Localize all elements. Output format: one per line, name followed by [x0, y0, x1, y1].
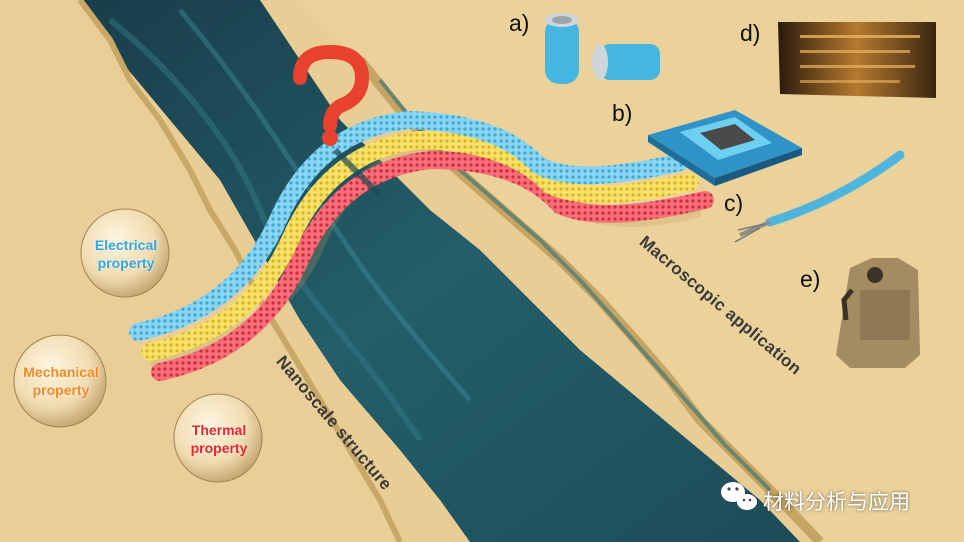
electrical-line2: property [97, 255, 155, 271]
mechanical-property-label: Mechanical property [16, 363, 106, 399]
panel-label-b: b) [612, 100, 633, 126]
electrical-bubble [80, 208, 170, 298]
panel-label-e: e) [800, 266, 821, 292]
chip-icon [648, 110, 802, 186]
wechat-icon [721, 482, 757, 510]
panel-label-d: d) [740, 20, 761, 46]
thermal-property-label: Thermal property [182, 421, 256, 457]
mechanical-line1: Mechanical [23, 364, 99, 380]
flexible-circuit-icon [778, 22, 936, 98]
question-mark-icon [293, 44, 370, 146]
panel-label-a: a) [509, 10, 530, 36]
body-armor-icon [836, 258, 920, 368]
cable-icon [734, 150, 905, 243]
carbon-nanotube-bundle [129, 110, 714, 381]
mechanical-bubble [13, 334, 107, 428]
panel-label-c: c) [724, 190, 744, 216]
electrical-property-label: Electrical property [88, 236, 164, 272]
thermal-line1: Thermal [191, 422, 247, 438]
battery-icon [545, 13, 660, 84]
mechanical-line2: property [32, 382, 90, 398]
watermark-text: 材料分析与应用 [763, 491, 910, 514]
electrical-line1: Electrical [94, 237, 158, 253]
thermal-bubble [173, 393, 263, 483]
thermal-line2: property [190, 440, 248, 456]
